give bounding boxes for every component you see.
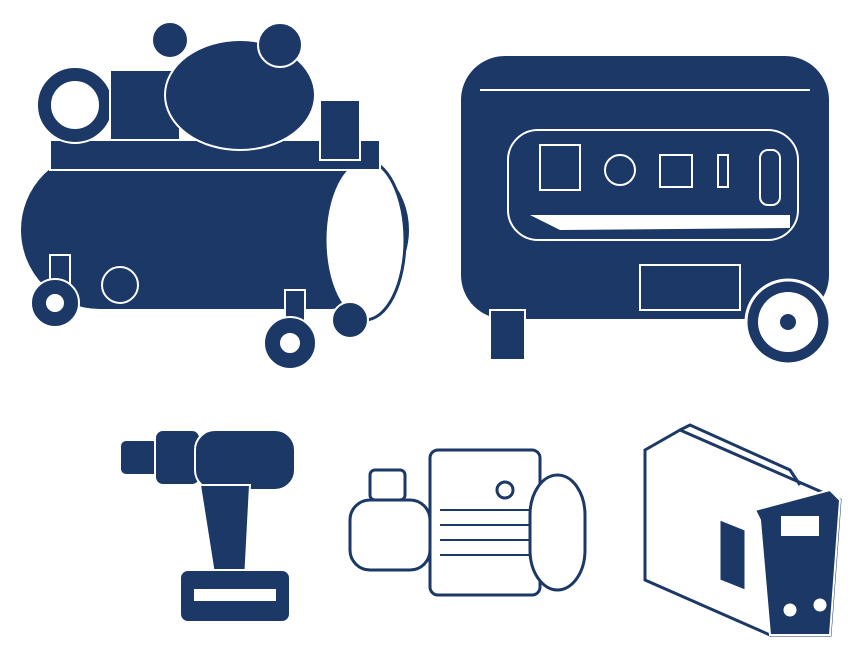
welding-inverter (643, 423, 842, 637)
power-generator (459, 54, 832, 366)
cordless-drill (119, 429, 296, 623)
air-compressor (19, 21, 411, 370)
water-pump (348, 448, 587, 597)
